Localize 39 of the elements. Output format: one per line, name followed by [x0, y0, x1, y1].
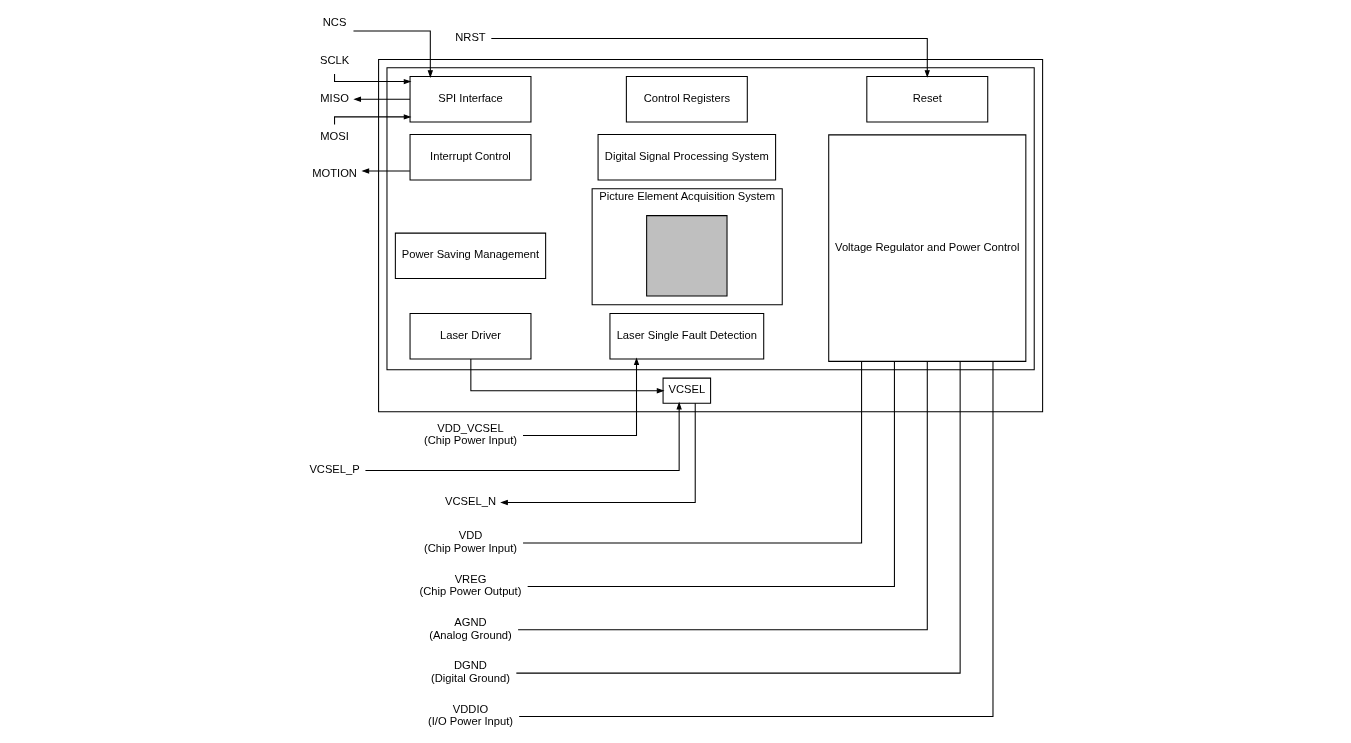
connector — [515, 360, 961, 674]
node-box: SPI Interface — [409, 76, 531, 123]
node-box: Voltage Regulator and Power Control — [827, 134, 1026, 362]
node-box: Laser Driver — [409, 312, 531, 360]
node-box: Control Registers — [625, 76, 748, 123]
node-text: MOSI — [319, 129, 349, 142]
node-text: NCS — [322, 16, 346, 29]
node-text: DGND (Digital Ground) — [430, 659, 510, 685]
arrow — [469, 358, 664, 394]
node-text: NRST — [454, 31, 486, 44]
node-box: Interrupt Control — [409, 134, 531, 181]
arrow — [490, 37, 930, 78]
node-text: MOTION — [311, 167, 357, 180]
node-box — [645, 215, 728, 297]
arrow — [352, 96, 410, 102]
node-text: VCSEL_N — [444, 495, 496, 508]
node-text: VCSEL_P — [308, 463, 360, 476]
node-box: Laser Single Fault Detection — [608, 312, 764, 360]
node-box: Digital Signal Processing System — [597, 134, 776, 181]
connector — [518, 360, 993, 717]
node-text: VREG (Chip Power Output) — [419, 572, 521, 598]
node-box: VCSEL — [662, 377, 711, 404]
arrow — [522, 357, 639, 436]
node-text: VDDIO (I/O Power Input) — [427, 702, 513, 728]
node-text: VDD_VCSEL (Chip Power Input) — [423, 421, 517, 447]
connector — [526, 360, 895, 587]
node-text: MISO — [319, 91, 349, 104]
cluster: Picture Element Acquisition System — [591, 188, 783, 306]
node-text: SCLK — [319, 54, 349, 67]
arrow — [360, 168, 410, 174]
arrow — [364, 401, 682, 471]
node-text: VDD (Chip Power Input) — [423, 529, 517, 555]
node-text: AGND (Analog Ground) — [428, 616, 512, 641]
node-box: Reset — [865, 76, 988, 123]
node-box: Power Saving Management — [394, 232, 546, 280]
arrow — [352, 30, 433, 78]
connector — [517, 361, 928, 631]
arrow — [499, 402, 696, 506]
connector — [522, 361, 862, 544]
